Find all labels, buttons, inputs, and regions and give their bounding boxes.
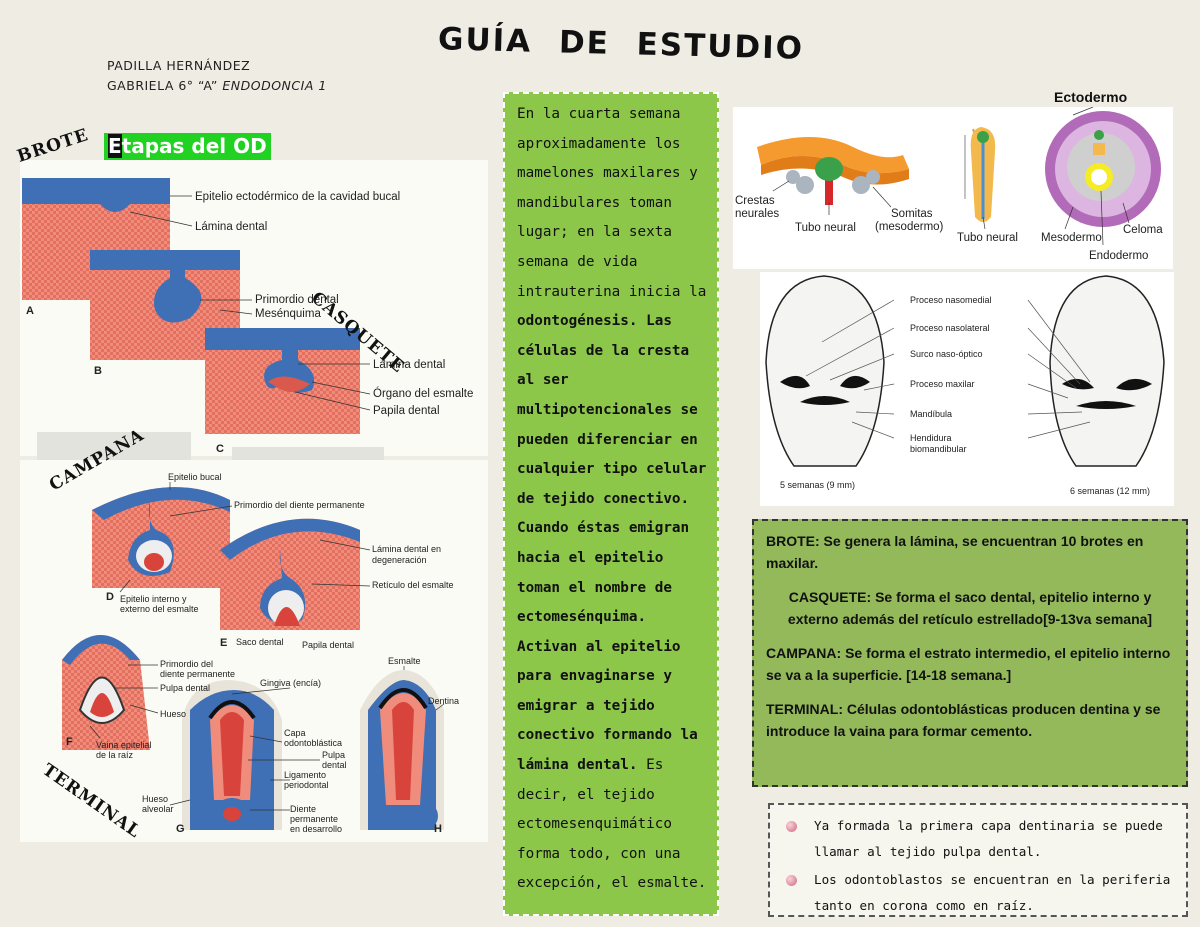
face-nasomedial: Proceso nasomedial — [910, 295, 992, 305]
emb-endodermo: Endodermo — [1089, 250, 1148, 262]
label-papila-dental: Papila dental — [302, 640, 354, 650]
text-conclusion: Es decir, el tejido ectomesenquimático f… — [517, 757, 707, 892]
emb-tubo-neural-2: Tubo neural — [957, 232, 1018, 244]
section-heading: Etapas del OD — [104, 133, 271, 160]
label-diente-3: en desarrollo — [290, 824, 342, 834]
label-mesenquima: Mesénquima — [255, 308, 321, 320]
page-title: GUÍA DE ESTUDIO — [437, 21, 805, 67]
figure-campana-terminal: Epitelio bucal Primordio del diente perm… — [20, 460, 488, 842]
label-vaina-2: de la raíz — [96, 750, 134, 760]
summary-brote: BROTE: Se genera la lámina, se encuentra… — [766, 533, 1144, 571]
label-diente-1: Diente — [290, 804, 316, 814]
figure-embryo-svg: Crestas neurales Tubo neural Somitas (me… — [735, 106, 1163, 262]
text-bold: odontogénesis. Las células de la cresta … — [517, 313, 707, 774]
label-pulpa-2b: dental — [322, 760, 347, 770]
emb-crestas-1: Crestas — [735, 195, 775, 207]
section-heading-rest: tapas del OD — [121, 134, 267, 158]
label-papila: Papila dental — [373, 405, 440, 417]
author-group: GABRIELA 6° “A” — [107, 78, 218, 93]
note-item: Ya formada la primera capa dentinaria se… — [786, 813, 1176, 865]
emb-crestas-2: neurales — [735, 208, 779, 220]
emb-somitas-1: Somitas — [891, 208, 933, 220]
summary-casquete: CASQUETE: Se forma el saco dental, epite… — [787, 589, 1153, 627]
emb-somitas-2: (mesodermo) — [875, 221, 944, 233]
emb-ectodermo-label: Ectodermo — [1054, 89, 1128, 105]
stages-summary-box: BROTE: Se genera la lámina, se encuentra… — [752, 519, 1188, 787]
label-primordio-permanente: Primordio del diente permanente — [234, 500, 365, 510]
summary-campana: CAMPANA: Se forma el estrato intermedio,… — [766, 645, 1171, 683]
figure-face: Proceso nasomedial Proceso nasolateral S… — [760, 272, 1174, 506]
label-ligamento-1: Ligamento — [284, 770, 326, 780]
letter-d: D — [106, 591, 114, 603]
label-primordio-2b: diente permanente — [160, 669, 235, 679]
letter-e: E — [220, 637, 227, 649]
label-capa-1: Capa — [284, 728, 306, 738]
label-primordio-2a: Primordio del — [160, 659, 213, 669]
section-heading-initial: E — [108, 134, 122, 158]
label-capa-2: odontoblástica — [284, 738, 342, 748]
face-surco: Surco naso-óptico — [910, 349, 983, 359]
label-hueso-alveolar-1: Hueso — [142, 794, 168, 804]
letter-a: A — [26, 305, 34, 317]
note-item: Los odontoblastos se encuentran en la pe… — [786, 867, 1176, 919]
label-pulpa-2a: Pulpa — [322, 750, 345, 760]
label-lamina: Lámina dental — [195, 221, 267, 233]
label-epitelio-bucal: Epitelio bucal — [168, 472, 222, 482]
note-text: Ya formada la primera capa dentinaria se… — [814, 818, 1163, 859]
letter-h: H — [434, 823, 442, 835]
face-hendidura-2: biomandibular — [910, 444, 967, 454]
figure-embryo: Crestas neurales Tubo neural Somitas (me… — [733, 106, 1173, 269]
face-nasolateral: Proceso nasolateral — [910, 323, 990, 333]
label-epitelio-ie-1: Epitelio interno y — [120, 594, 187, 604]
face-mandibula: Mandíbula — [910, 409, 952, 419]
label-epitelio-ie-2: externo del esmalte — [120, 604, 199, 614]
label-esmalte: Esmalte — [388, 656, 421, 666]
label-gingiva: Gingiva (encía) — [260, 678, 321, 688]
redaction-box — [37, 432, 191, 460]
letter-f: F — [66, 736, 73, 748]
label-primordio: Primordio dental — [255, 294, 339, 306]
notes-box: Ya formada la primera capa dentinaria se… — [768, 803, 1188, 917]
label-lamina-degeneracion-2: degeneración — [372, 555, 427, 565]
note-text: Los odontoblastos se encuentran en la pe… — [814, 872, 1171, 913]
emb-mesodermo: Mesodermo — [1041, 232, 1102, 244]
figure-brote-casquete-svg: Epitelio ectodérmico de la cavidad bucal… — [22, 178, 473, 455]
label-vaina-1: Vaina epitelial — [96, 740, 151, 750]
bullet-icon — [786, 821, 797, 832]
label-diente-2: permanente — [290, 814, 338, 824]
figure-campana-terminal-svg: Epitelio bucal Primordio del diente perm… — [62, 472, 459, 835]
figure-brote-casquete: Epitelio ectodérmico de la cavidad bucal… — [20, 160, 488, 456]
emb-tubo-neural-1: Tubo neural — [795, 222, 856, 234]
label-dentina: Dentina — [428, 696, 459, 706]
author-name: PADILLA HERNÁNDEZ — [107, 58, 251, 73]
letter-g: G — [176, 823, 185, 835]
label-lamina-degeneracion-1: Lámina dental en — [372, 544, 441, 554]
summary-terminal: TERMINAL: Células odontoblásticas produc… — [766, 701, 1161, 739]
letter-c: C — [216, 443, 224, 455]
emb-celoma: Celoma — [1123, 224, 1163, 236]
label-epitelio: Epitelio ectodérmico de la cavidad bucal — [195, 191, 400, 203]
face-hendidura-1: Hendidura — [910, 433, 952, 443]
figure-face-svg: Proceso nasomedial Proceso nasolateral S… — [765, 275, 1165, 496]
label-hueso-alveolar-2: alveolar — [142, 804, 174, 814]
text-intro: En la cuarta semana aproximadamente los … — [517, 106, 707, 300]
label-pulpa-dental: Pulpa dental — [160, 683, 210, 693]
odontogenesis-text-box: En la cuarta semana aproximadamente los … — [503, 92, 719, 916]
face-6-semanas: 6 semanas (12 mm) — [1070, 486, 1150, 496]
bullet-icon — [786, 875, 797, 886]
face-maxilar: Proceso maxilar — [910, 379, 975, 389]
odontogenesis-paragraph: En la cuarta semana aproximadamente los … — [517, 100, 709, 899]
label-saco-dental: Saco dental — [236, 637, 284, 647]
course-name: ENDODONCIA 1 — [222, 78, 327, 93]
label-lamina-2: Lámina dental — [373, 359, 445, 371]
author-group-course: GABRIELA 6° “A” ENDODONCIA 1 — [107, 78, 327, 93]
label-hueso: Hueso — [160, 709, 186, 719]
letter-b: B — [94, 365, 102, 377]
label-organo: Órgano del esmalte — [373, 387, 473, 400]
face-5-semanas: 5 semanas (9 mm) — [780, 480, 855, 490]
label-reticulo: Retículo del esmalte — [372, 580, 454, 590]
label-ligamento-2: periodontal — [284, 780, 329, 790]
